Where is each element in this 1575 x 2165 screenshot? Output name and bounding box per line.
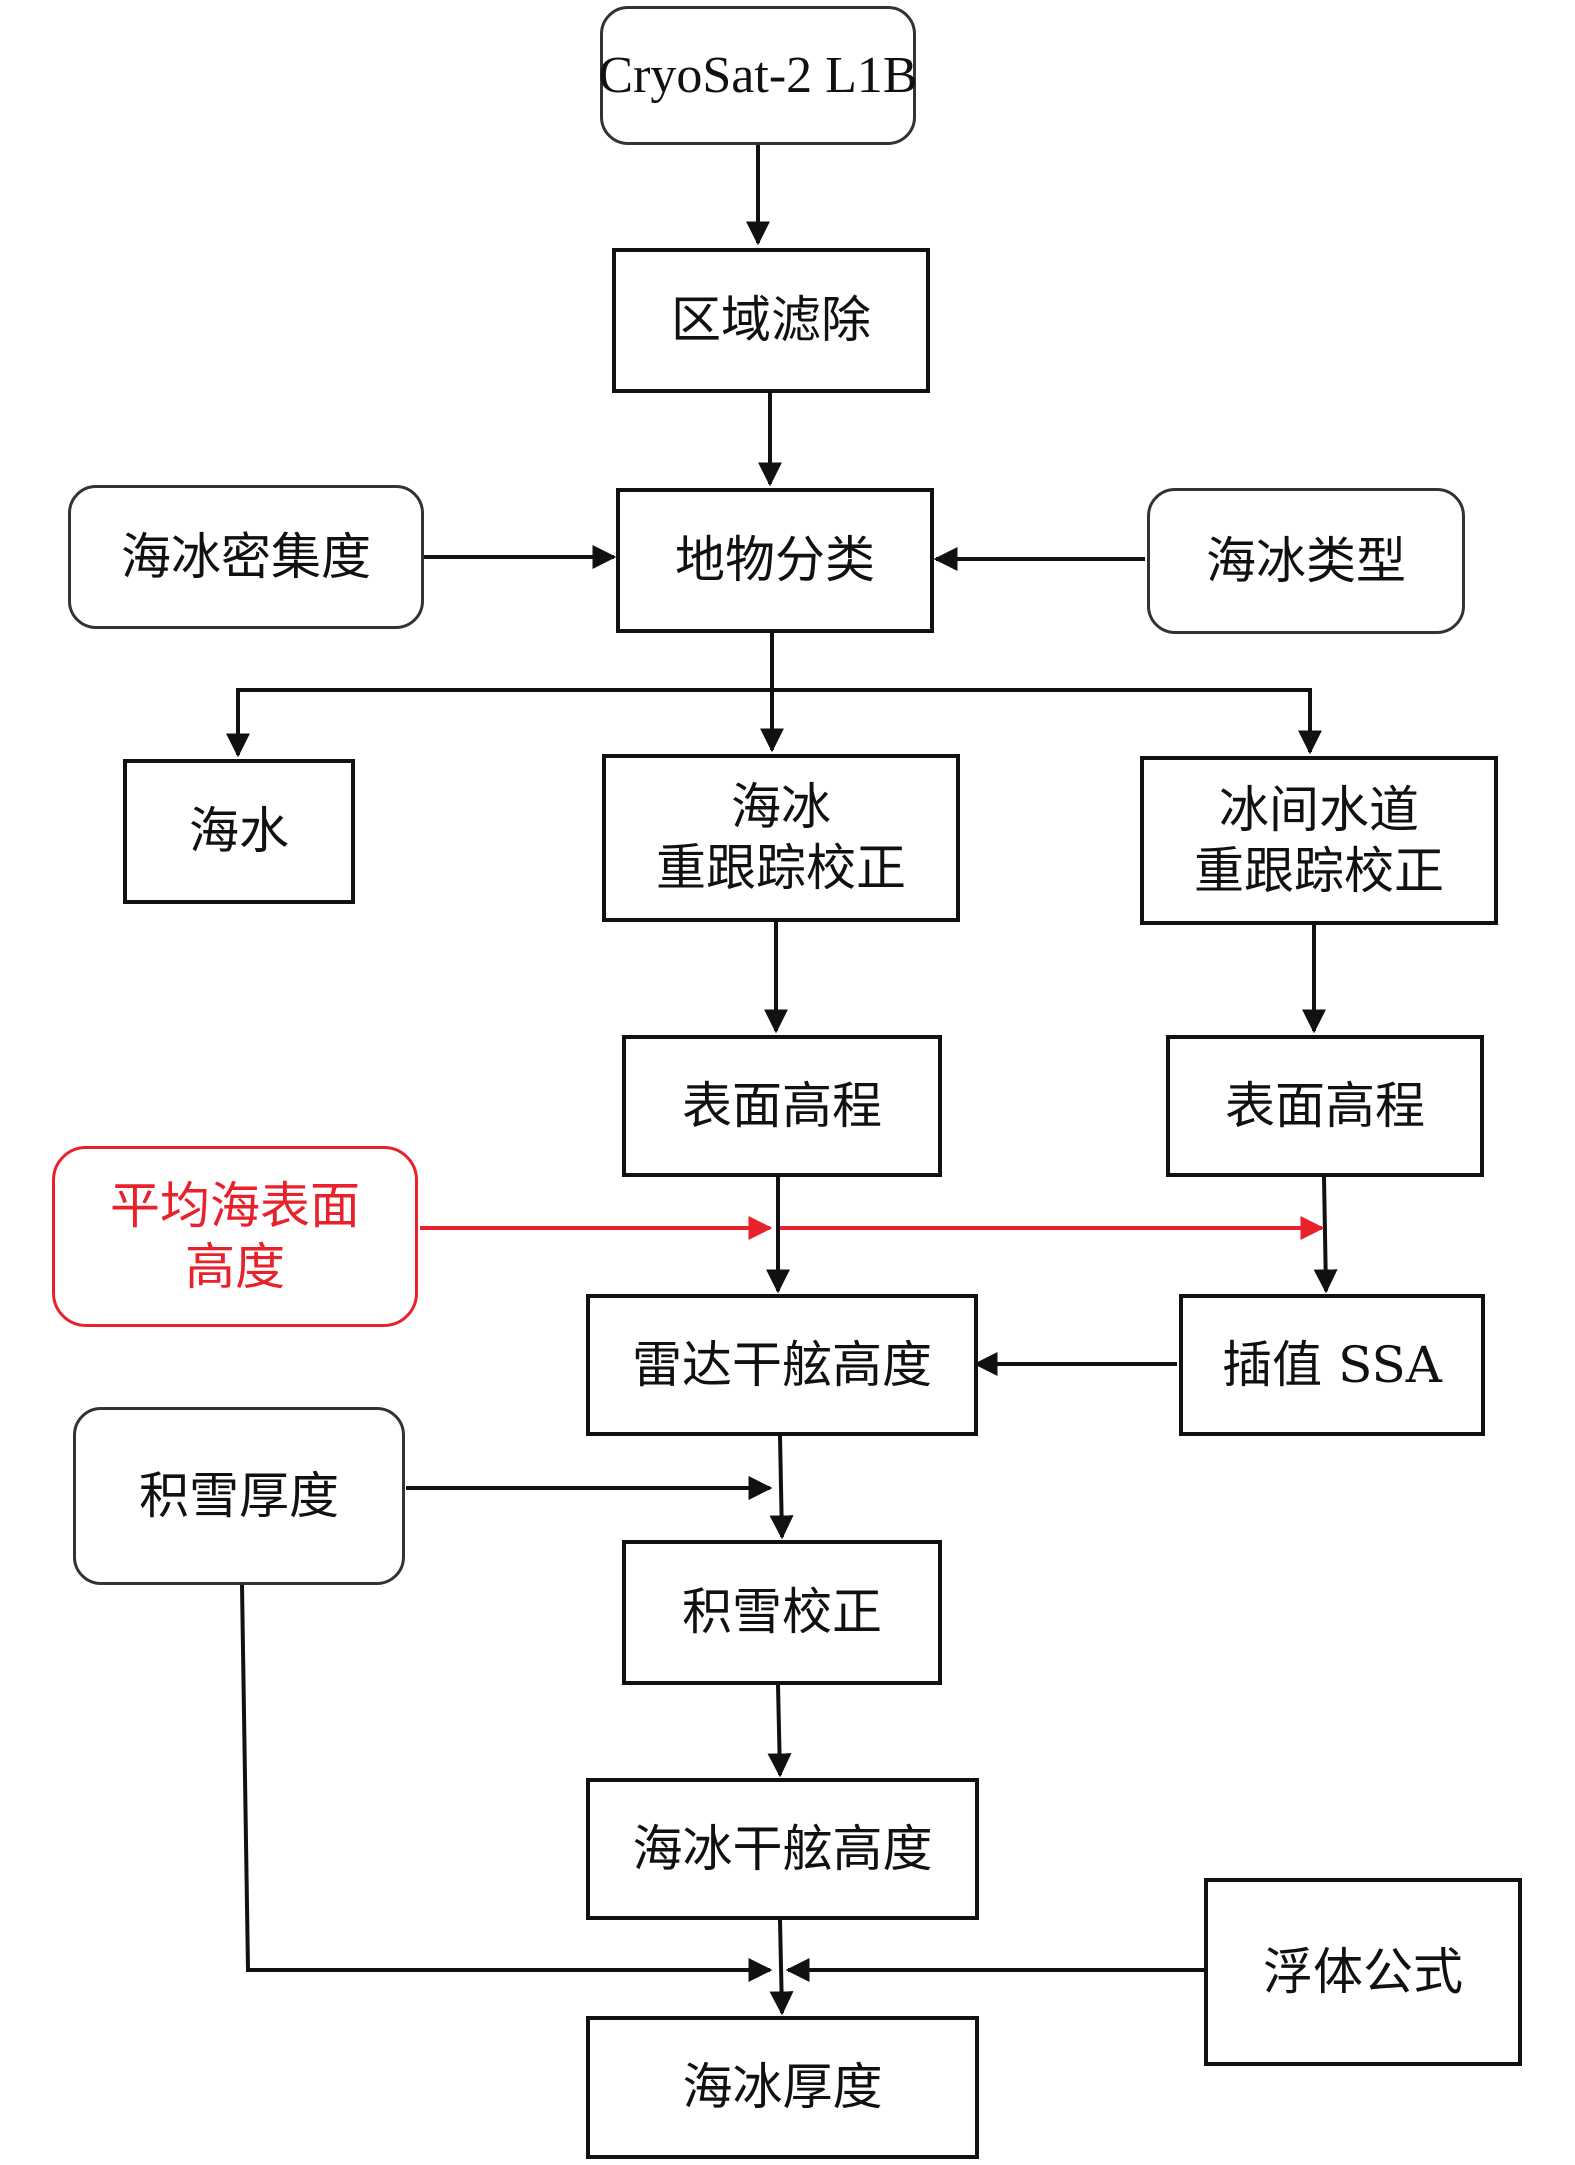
- radar-freeboard-node: 雷达干舷高度: [586, 1294, 978, 1436]
- interp-ssa-node: 插值 SSA: [1179, 1294, 1485, 1436]
- surface-elevation-lead-node: 表面高程: [1166, 1035, 1484, 1177]
- snow-correction-node: 积雪校正: [622, 1540, 942, 1685]
- sea-ice-retrack-line-1: 海冰: [731, 778, 831, 836]
- ice-thickness-node: 海冰厚度: [586, 2016, 979, 2159]
- region-filter-label: 区域滤除: [671, 291, 871, 349]
- ice-type-node: 海冰类型: [1147, 488, 1465, 634]
- snow-depth-label: 积雪厚度: [139, 1466, 339, 1525]
- classification-node: 地物分类: [616, 488, 934, 633]
- sea-water-label: 海水: [189, 802, 289, 860]
- ice-thickness-label: 海冰厚度: [682, 2058, 883, 2116]
- buoyancy-node: 浮体公式: [1204, 1878, 1522, 2066]
- mss-node: 平均海表面 高度: [52, 1146, 418, 1327]
- lead-retrack-line-1: 冰间水道: [1219, 780, 1419, 839]
- region-filter-node: 区域滤除: [612, 248, 930, 393]
- surface-elevation-lead-label: 表面高程: [1225, 1076, 1425, 1135]
- line-snowdepth-to-thickness: [240, 1584, 773, 1982]
- arrow-ice-fb-to-thickness: [769, 1919, 794, 2016]
- ice-concentration-label: 海冰密集度: [121, 527, 371, 586]
- radar-freeboard-label: 雷达干舷高度: [632, 1335, 932, 1394]
- classification-label: 地物分类: [675, 531, 875, 589]
- input-node: CryoSat-2 L1B: [598, 6, 918, 145]
- lead-retrack-line-2: 重跟踪校正: [1194, 841, 1444, 900]
- mss-line-1: 平均海表面: [110, 1176, 360, 1235]
- sea-ice-retrack-line-2: 重跟踪校正: [656, 839, 906, 897]
- lead-retrack-node: 冰间水道 重跟踪校正: [1140, 756, 1498, 925]
- ice-freeboard-node: 海冰干舷高度: [586, 1778, 979, 1920]
- arrow-snowcorr-to-ice-fb: [767, 1684, 792, 1778]
- arrow-lead-elev-to-ssa: [1313, 1176, 1338, 1294]
- ice-concentration-node: 海冰密集度: [68, 485, 424, 629]
- buoyancy-label: 浮体公式: [1263, 1942, 1463, 2001]
- surface-elevation-ice-node: 表面高程: [622, 1035, 942, 1177]
- ice-type-label: 海冰类型: [1206, 531, 1406, 590]
- snow-depth-node: 积雪厚度: [73, 1407, 405, 1585]
- mss-line-2: 高度: [185, 1237, 285, 1296]
- arrow-radar-fb-to-snowcorr: [769, 1435, 794, 1540]
- ice-freeboard-label: 海冰干舷高度: [632, 1819, 933, 1878]
- snow-correction-label: 积雪校正: [682, 1583, 882, 1641]
- sea-water-node: 海水: [123, 759, 355, 904]
- surface-elevation-ice-label: 表面高程: [682, 1076, 882, 1135]
- sea-ice-retrack-node: 海冰 重跟踪校正: [602, 754, 960, 922]
- interp-ssa-label: 插值 SSA: [1222, 1335, 1442, 1394]
- input-label: CryoSat-2 L1B: [598, 46, 918, 104]
